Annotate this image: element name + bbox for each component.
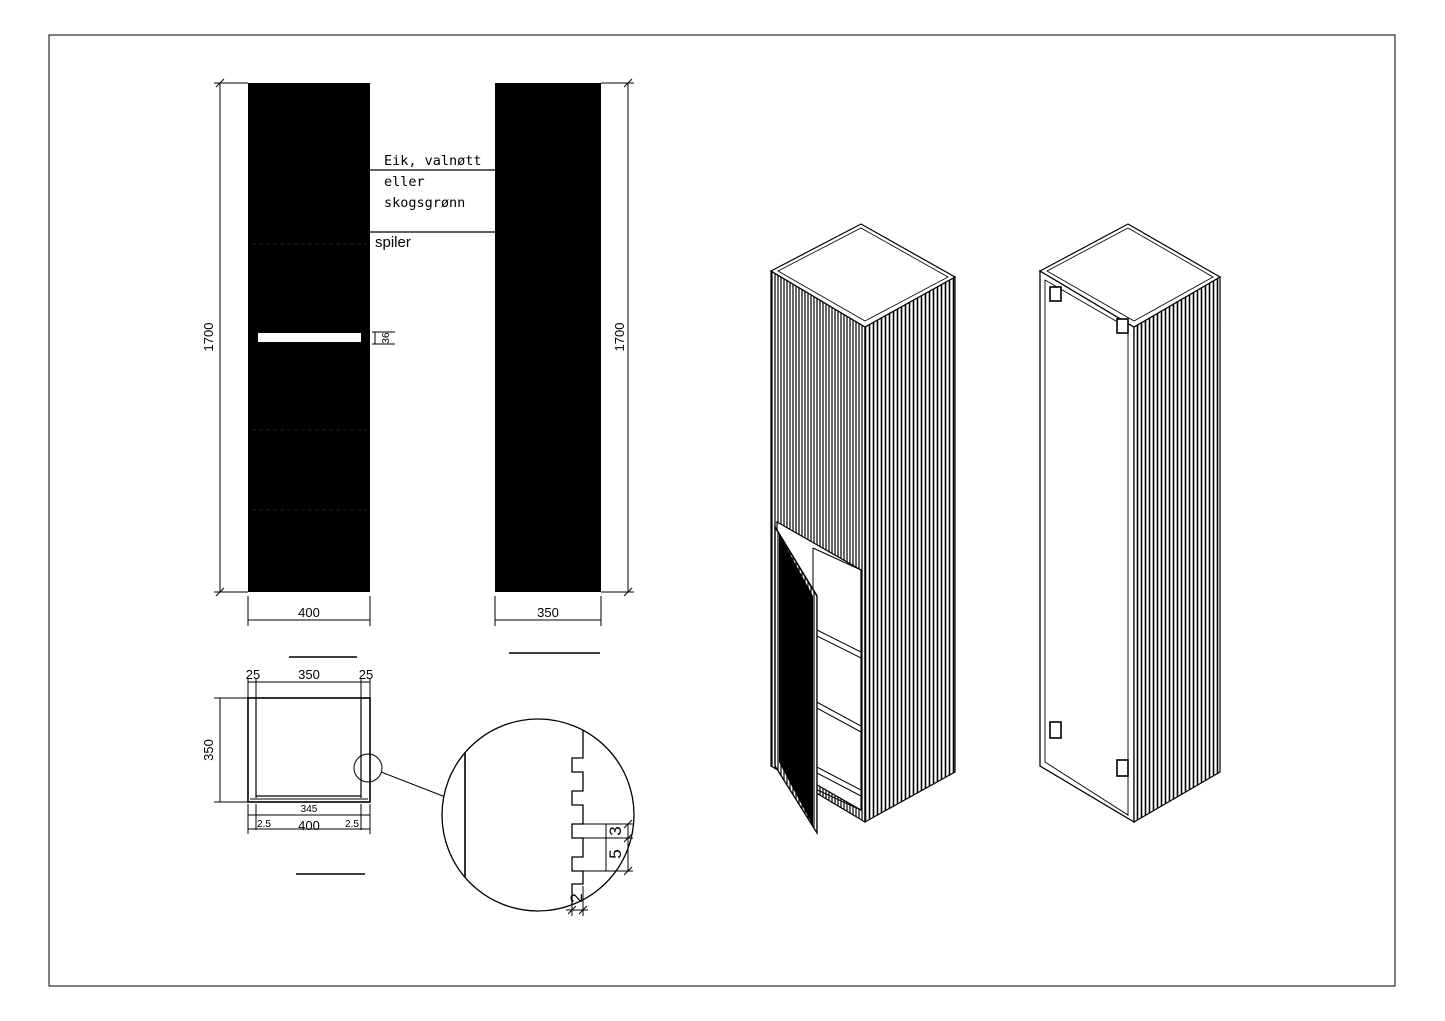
- material-line-2: eller: [384, 174, 425, 190]
- bracket-icon: [1049, 286, 1062, 302]
- plan-depth-label: 350: [201, 739, 216, 761]
- side-height-label: 1700: [612, 323, 627, 352]
- front-height-label: 1700: [201, 323, 216, 352]
- plan-edge-left-label: 2.5: [257, 819, 271, 830]
- material-annotation: Eik, valnøtt eller skogsgrønn spiler: [370, 153, 495, 251]
- detail-callout-circle: [353, 753, 383, 783]
- side-panel: [495, 83, 601, 592]
- plan-width-label: 400: [298, 818, 320, 833]
- flute-pitch-label: 5: [606, 849, 625, 858]
- flute-detail: 5 3 2: [441, 718, 635, 916]
- flute-gap-label: 2: [567, 893, 586, 902]
- side-depth-label: 350: [537, 605, 559, 620]
- plan-inner-label: 350: [298, 667, 320, 682]
- door-handle: [258, 333, 361, 342]
- handle-height-label: 36: [381, 332, 392, 344]
- material-line-1: Eik, valnøtt: [384, 153, 482, 169]
- bracket-icon: [1116, 759, 1129, 777]
- flute-profile: [571, 719, 584, 911]
- front-width-label: 400: [298, 605, 320, 620]
- plan-outline: [247, 697, 371, 803]
- sheet-border: [48, 34, 1396, 987]
- isometric-open-door: [769, 223, 957, 836]
- isometric-back: [1038, 223, 1222, 824]
- top-panel: [769, 223, 957, 328]
- side-view: 1700 350: [494, 78, 634, 654]
- bracket-icon: [1116, 318, 1129, 334]
- material-line-3: skogsgrønn: [384, 195, 465, 211]
- slats-label: spiler: [375, 234, 411, 251]
- plan-inner-back-label: 345: [301, 804, 318, 815]
- plan-side-left-label: 25: [246, 667, 260, 682]
- top-panel-back: [1038, 223, 1222, 328]
- plan-side-right-label: 25: [359, 667, 373, 682]
- front-view: 1700 400 36: [201, 78, 395, 658]
- bracket-icon: [1049, 721, 1062, 739]
- flute-depth-label: 3: [606, 826, 625, 835]
- plan-edge-right-label: 2.5: [345, 819, 359, 830]
- plan-view: 25 350 25 350 345 2.5 400 2.5: [201, 667, 449, 875]
